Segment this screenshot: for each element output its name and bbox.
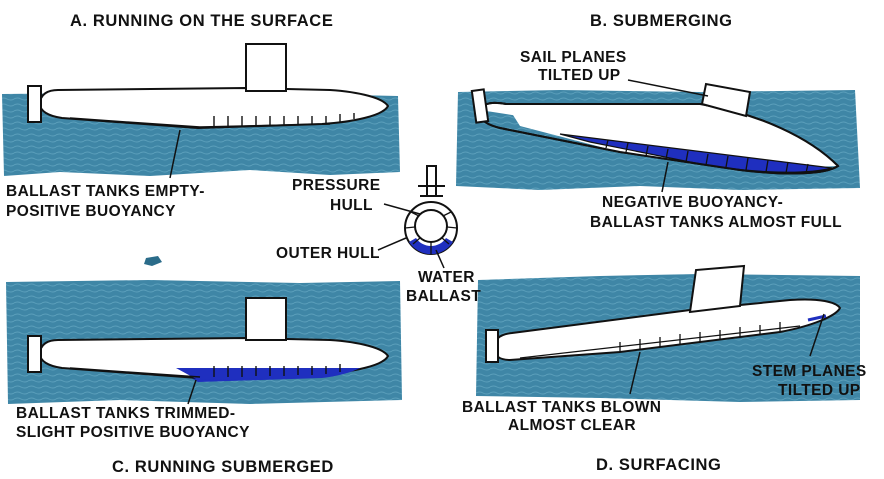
panel-a-rudder	[27, 85, 42, 123]
panel-a-note-line2: POSITIVE BUOYANCY	[6, 203, 176, 220]
panel-b-note-line2: BALLAST TANKS ALMOST FULL	[590, 214, 842, 231]
panel-d-stem-line1: STEM PLANES	[752, 363, 867, 380]
panel-b-hull-body	[506, 104, 838, 170]
panel-c-illustration	[6, 280, 402, 405]
panel-a-note-line1: BALLAST TANKS EMPTY-	[6, 183, 205, 200]
panel-c-pointer	[187, 379, 197, 405]
panel-b-note-line1: NEGATIVE BUOYANCY-	[602, 194, 784, 211]
panel-d-pointer	[629, 351, 641, 395]
panel-b-pointer	[661, 161, 669, 193]
panel-b-sail	[700, 82, 752, 118]
panel-c-note-line1: BALLAST TANKS TRIMMED-	[16, 405, 236, 422]
panel-b-hull-outline	[478, 101, 840, 175]
panel-d-note-line2: ALMOST CLEAR	[508, 417, 636, 434]
panel-a-ballast-tanks	[69, 113, 355, 128]
pressure-hull-pointer	[383, 203, 421, 215]
panel-c-sail	[245, 297, 287, 341]
panel-c-rudder	[27, 335, 42, 373]
water-ballast-label-line1: WATER	[418, 269, 475, 286]
panel-d-caption: D. SURFACING	[596, 456, 722, 474]
panel-b-sail-line1: SAIL PLANES	[520, 49, 627, 66]
panel-d-stem-line2: TILTED UP	[778, 382, 861, 399]
panel-d-hull	[492, 298, 842, 362]
panel-a-hull	[38, 86, 390, 130]
panel-c-tank-dividers	[69, 364, 341, 378]
pressure-hull-label-line2: HULL	[330, 197, 373, 214]
panel-a-caption: A. RUNNING ON THE SURFACE	[70, 12, 334, 30]
panel-d-stem-pointer	[809, 313, 825, 357]
water-ballast-label-line2: BALLAST	[406, 288, 482, 305]
pressure-hull-circle	[414, 209, 448, 243]
panel-b-illustration	[456, 79, 860, 193]
panel-a-pointer	[169, 129, 181, 179]
panel-c-ballast-strip	[176, 368, 360, 380]
pressure-hull-label-line1: PRESSURE	[292, 177, 381, 194]
panel-d-illustration	[476, 264, 860, 402]
panel-d-sail	[688, 264, 746, 314]
panel-d-rudder	[485, 329, 499, 363]
panel-d-note-line1: BALLAST TANKS BLOWN	[462, 399, 662, 416]
cross-section-mast	[426, 165, 437, 197]
water-ballast-pointer	[435, 249, 445, 269]
cross-section-illustration	[377, 165, 458, 269]
panel-b-sail-pointer	[627, 79, 709, 97]
panel-b-tank-dividers	[605, 139, 809, 174]
panel-c-note-line2: SLIGHT POSITIVE BUOYANCY	[16, 424, 250, 441]
panel-b-caption: B. SUBMERGING	[590, 12, 733, 30]
outer-hull-pointer	[377, 237, 407, 251]
panel-b-sail-line2: TILTED UP	[538, 67, 621, 84]
panel-a-illustration	[2, 43, 400, 179]
panel-c-caption: C. RUNNING SUBMERGED	[112, 458, 334, 476]
panel-d-tank-dividers	[519, 322, 801, 359]
panel-a-sail	[245, 43, 287, 92]
panel-b-rudder	[470, 88, 490, 124]
outer-hull-label: OUTER HULL	[276, 245, 380, 262]
ink-blot	[144, 256, 162, 266]
